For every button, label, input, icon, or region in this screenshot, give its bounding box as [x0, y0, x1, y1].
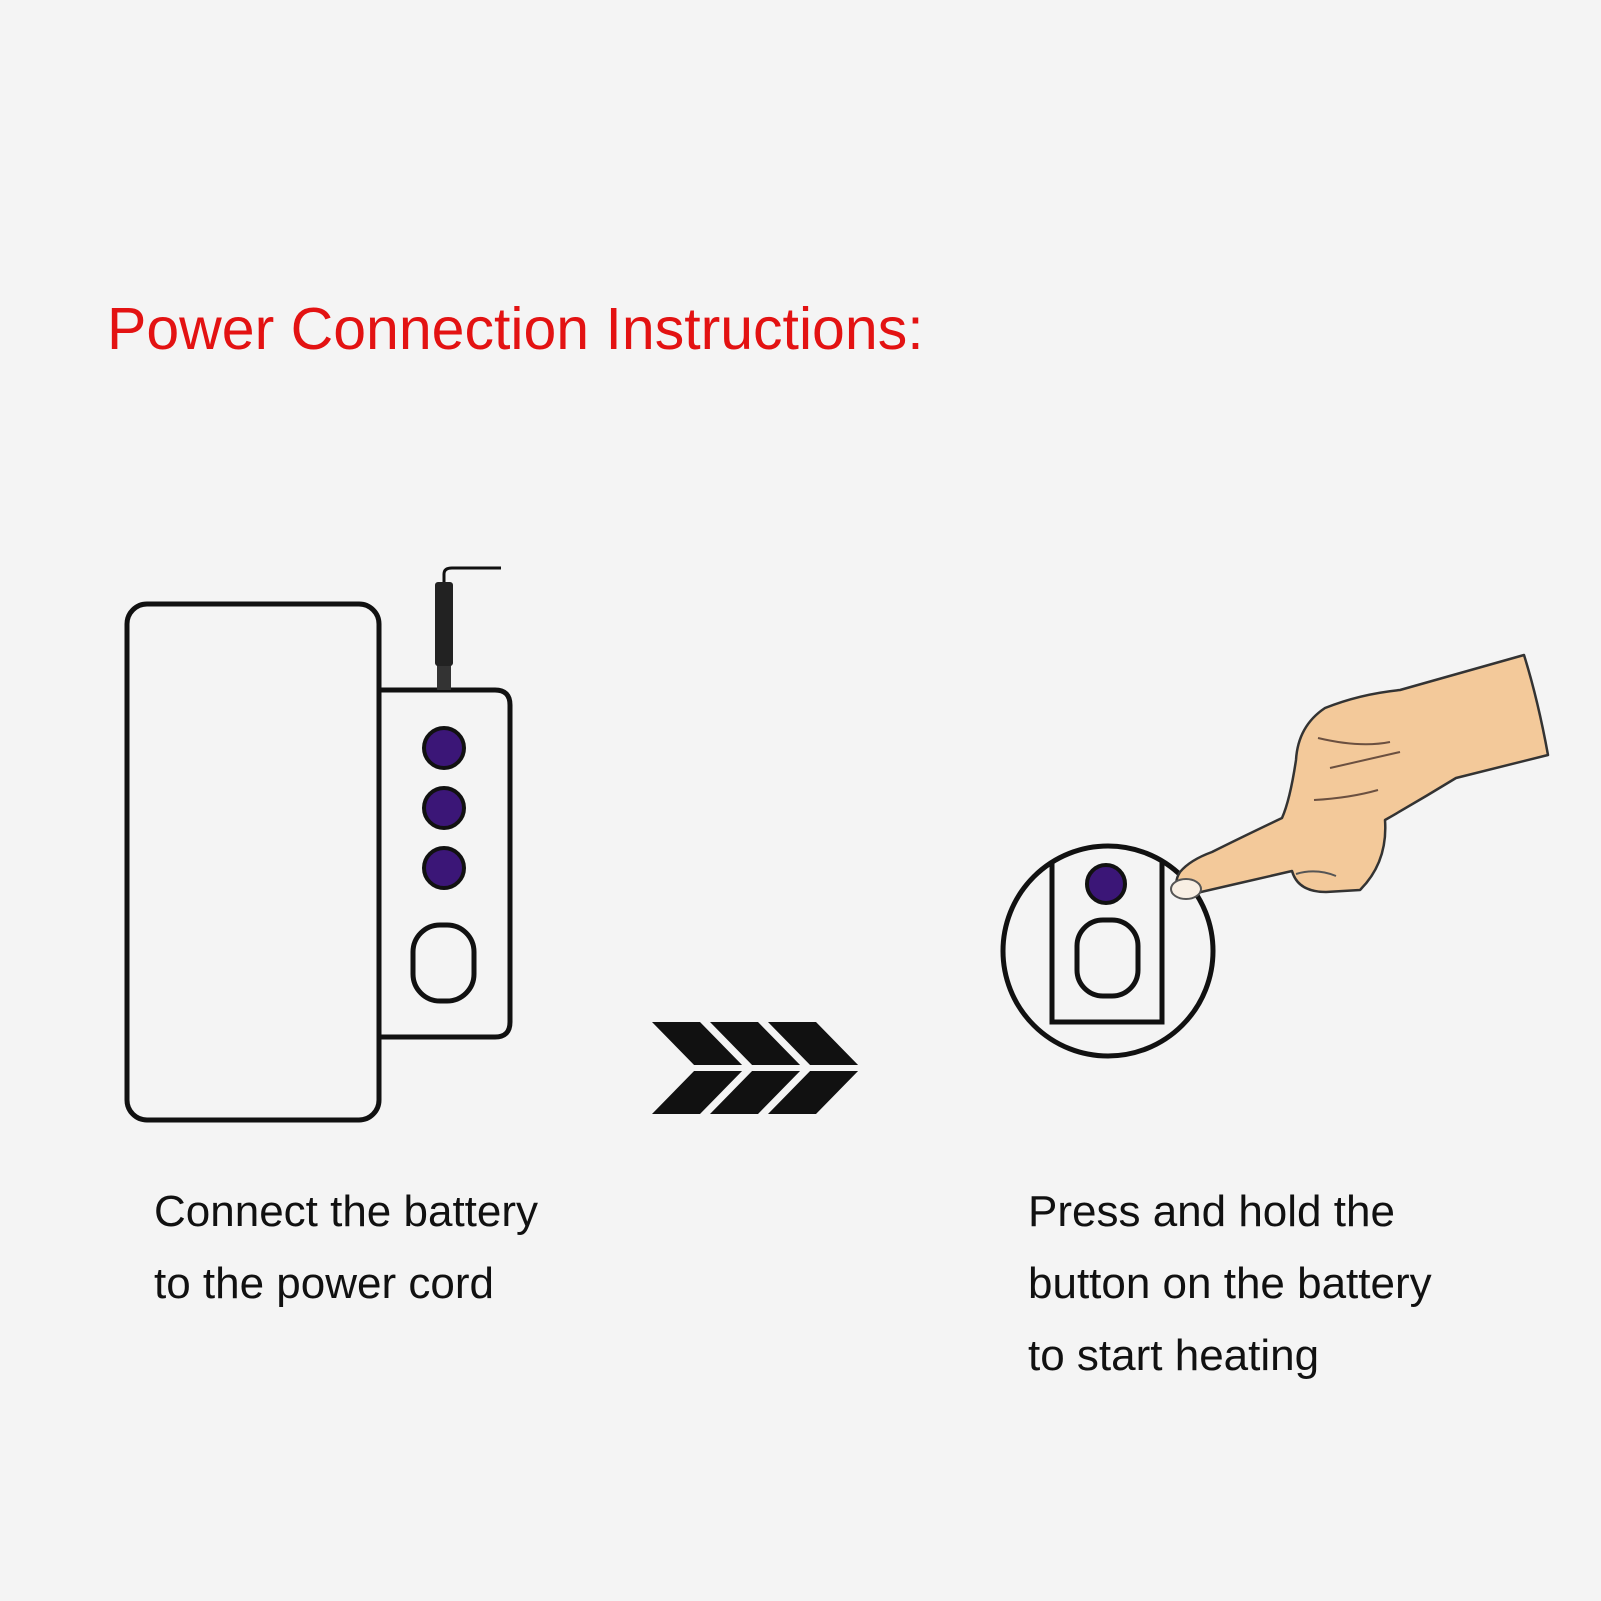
- hand-pointing-icon: [1170, 653, 1550, 900]
- page-title: Power Connection Instructions:: [107, 296, 924, 362]
- triple-chevron-arrow-icon: [650, 1022, 865, 1114]
- magnified-button-icon: [1000, 843, 1216, 1059]
- battery-control-panel: [379, 687, 513, 1040]
- indicator-light: [422, 846, 466, 890]
- battery-pack-icon: [124, 601, 513, 1123]
- power-cord-icon: [435, 566, 501, 690]
- battery-indicator-lights: [422, 726, 466, 890]
- caption-line: to start heating: [1028, 1331, 1320, 1380]
- indicator-light: [422, 786, 466, 830]
- indicator-light: [422, 726, 466, 770]
- battery-power-button: [410, 922, 477, 1004]
- caption-line: to the power cord: [154, 1259, 494, 1308]
- caption-line: Connect the battery: [154, 1187, 539, 1236]
- step-1-caption: Connect the battery to the power cord: [154, 1176, 538, 1320]
- caption-line: button on the battery: [1028, 1259, 1432, 1308]
- step-2-caption: Press and hold the button on the battery…: [1028, 1176, 1432, 1392]
- battery-body: [124, 601, 382, 1123]
- caption-line: Press and hold the: [1028, 1187, 1395, 1236]
